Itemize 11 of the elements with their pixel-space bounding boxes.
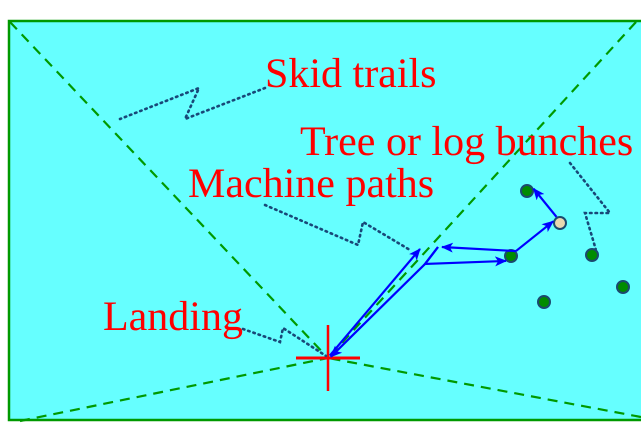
arrow	[515, 220, 554, 252]
arrow	[328, 248, 421, 356]
arrow	[441, 242, 516, 253]
leader-line	[264, 204, 412, 252]
label-text: Skid trails	[265, 51, 437, 97]
label-text: Landing	[103, 294, 243, 340]
arrow	[532, 188, 558, 218]
leader-line	[118, 86, 266, 122]
leader-line	[568, 162, 613, 250]
leader-line	[242, 326, 328, 358]
arrow	[330, 246, 439, 358]
